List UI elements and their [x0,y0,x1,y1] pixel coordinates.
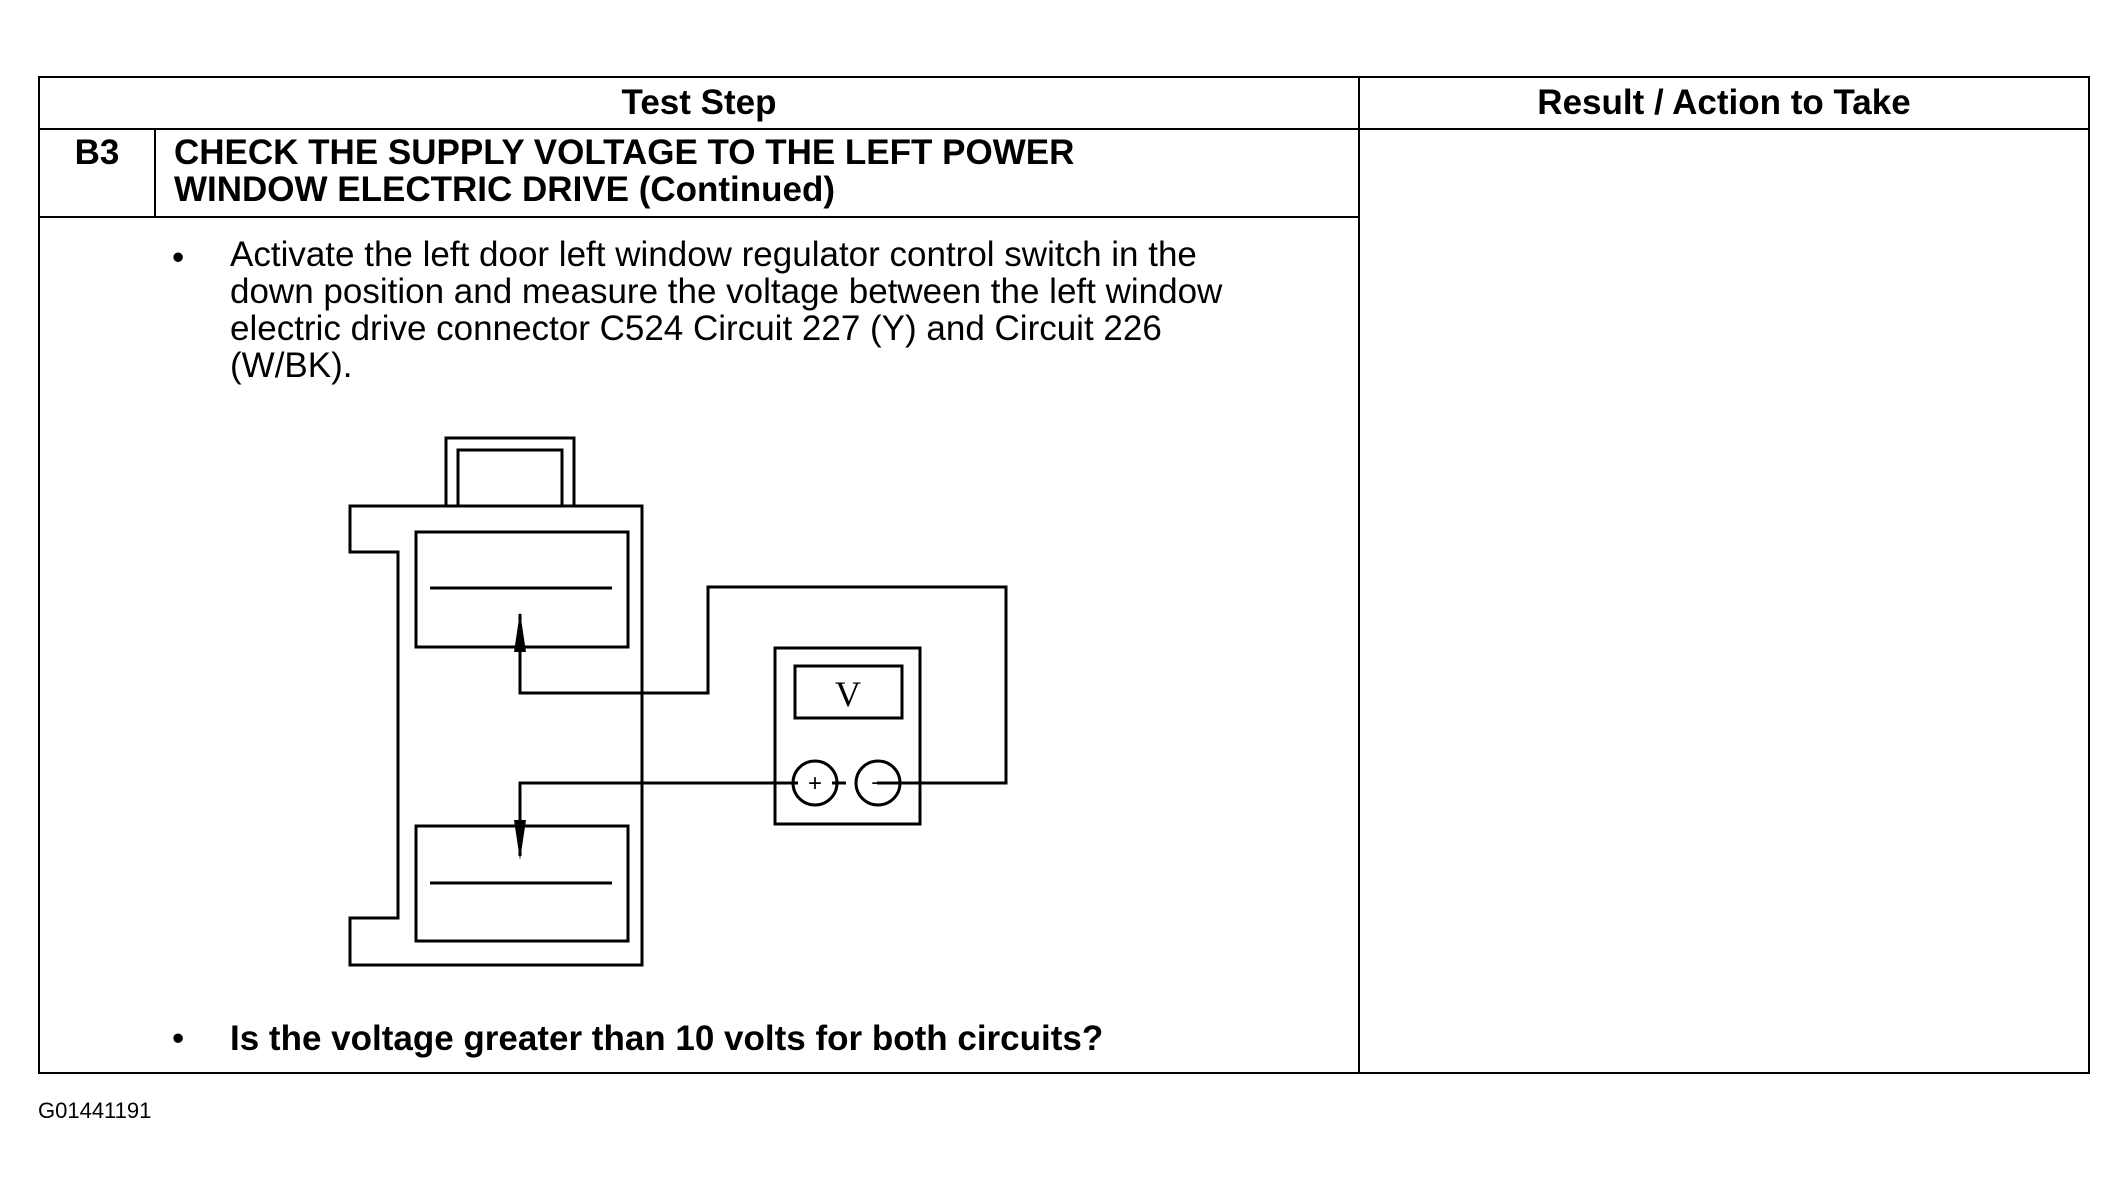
probe-tip-upper [514,612,526,652]
step-title-divider [40,216,1360,218]
figure-id: G01441191 [38,1098,152,1123]
step-id: B3 [74,133,120,172]
question-text: Is the voltage greater than 10 volts for… [230,1019,1104,1058]
step-title: CHECK THE SUPPLY VOLTAGE TO THE LEFT POW… [174,133,1075,209]
voltmeter-display [793,664,904,720]
voltmeter-minus-terminal [854,759,902,807]
test-step-table: Test Step Result / Action to Take B3 CHE… [38,76,2090,1074]
voltmeter-body [773,646,922,826]
minus-symbol: − [871,770,885,797]
voltmeter-label: V [835,674,861,714]
header-test-step: Test Step [621,83,777,122]
voltmeter-plus-terminal [791,759,839,807]
probe-lead-lower [518,781,798,856]
probe-lead-upper [518,585,1008,785]
step-id-divider [154,130,156,218]
instruction-text: Activate the left door left window regul… [230,235,1223,385]
connector-body [348,504,644,967]
column-divider [1358,78,1360,1072]
header-result-action: Result / Action to Take [1537,83,1911,122]
bullet-2: • [172,1019,185,1058]
bullet-1: • [172,238,185,277]
header-divider [40,128,2088,130]
probe-tip-lower [514,820,526,860]
connector-latch-inner [456,448,564,508]
connector-latch-outer [444,436,576,508]
plus-symbol: + [808,770,822,797]
